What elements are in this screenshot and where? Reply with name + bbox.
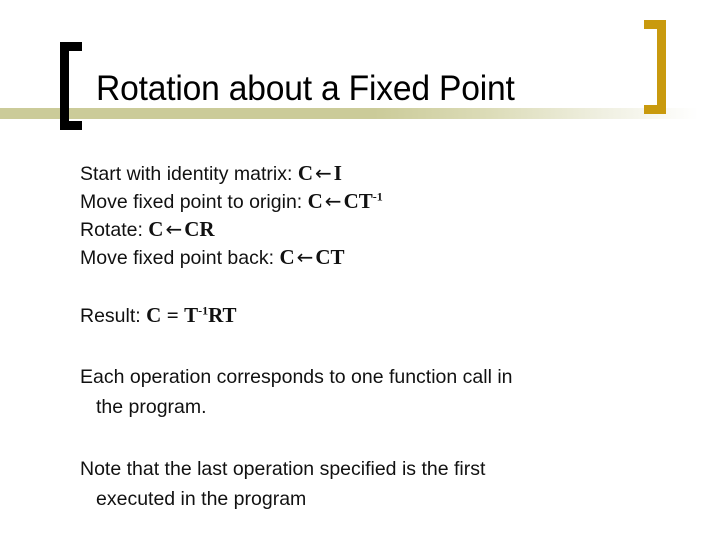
spacer — [80, 330, 660, 362]
left-arrow-icon: ← — [315, 161, 332, 185]
right-bracket-decoration — [644, 20, 666, 114]
step-lhs: C — [297, 161, 313, 185]
page-title: Rotation about a Fixed Point — [96, 69, 515, 108]
step-line: Move fixed point back: C←CT — [80, 244, 660, 272]
left-arrow-icon: ← — [165, 217, 183, 241]
result-exponent: -1 — [198, 303, 209, 318]
left-bracket-decoration — [60, 42, 82, 130]
note-line-second: executed in the program — [96, 488, 307, 510]
step-label: Move fixed point back: — [80, 247, 275, 269]
step-label: Rotate: — [80, 219, 143, 241]
step-label: Start with identity matrix: — [80, 163, 293, 185]
result-base: T — [184, 303, 199, 327]
step-rhs: CT — [343, 189, 373, 213]
step-line: Start with identity matrix: C←I — [80, 160, 660, 188]
step-lhs: C — [148, 217, 164, 241]
step-rhs: I — [333, 161, 342, 185]
title-accent-bar — [0, 108, 720, 119]
step-line: Rotate: C←CR — [80, 216, 660, 244]
step-exponent: -1 — [372, 189, 383, 204]
spacer — [80, 422, 660, 454]
step-rhs: CT — [315, 245, 345, 269]
step-label: Move fixed point to origin: — [80, 191, 303, 213]
result-lhs: C — [146, 303, 162, 327]
result-rest: RT — [208, 303, 237, 327]
note-line-first: Note that the last operation specified i… — [80, 458, 486, 480]
note-paragraph: Note that the last operation specified i… — [80, 454, 660, 514]
result-label: Result: — [80, 305, 141, 327]
left-arrow-icon: ← — [324, 189, 342, 213]
note-line-second: the program. — [96, 396, 207, 418]
note-line-first: Each operation corresponds to one functi… — [80, 366, 513, 388]
result-equals: = — [166, 303, 179, 327]
result-line: Result: C = T-1RT — [80, 302, 660, 330]
slide-body: Start with identity matrix: C←I Move fix… — [80, 160, 660, 514]
note-paragraph: Each operation corresponds to one functi… — [80, 362, 660, 422]
spacer — [80, 272, 660, 302]
step-lhs: C — [279, 245, 295, 269]
step-lhs: C — [307, 189, 323, 213]
step-line: Move fixed point to origin: C←CT-1 — [80, 188, 660, 216]
left-arrow-icon: ← — [296, 245, 314, 269]
step-rhs: CR — [184, 217, 215, 241]
